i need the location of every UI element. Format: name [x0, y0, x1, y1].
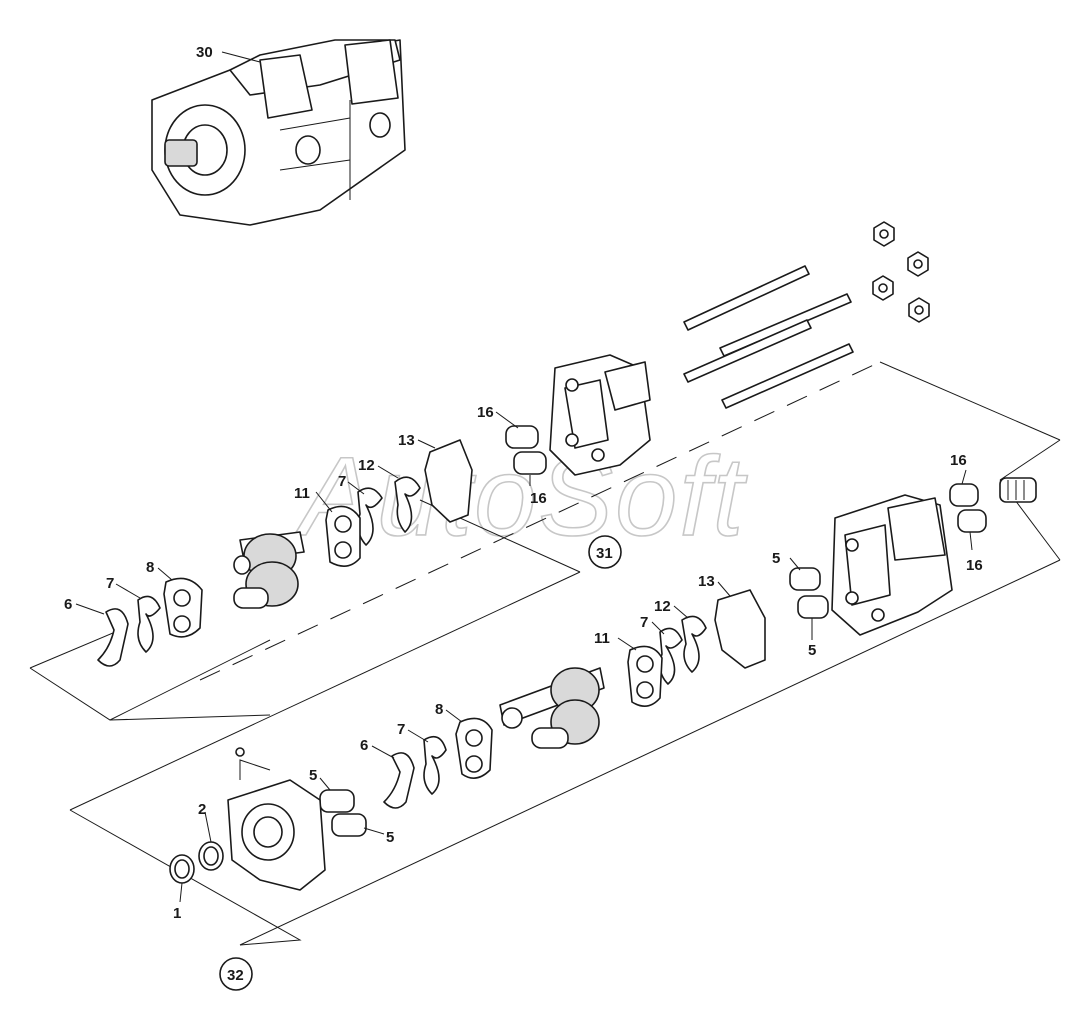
callout-circle-32 — [219, 957, 253, 991]
mounting-flange — [227, 747, 326, 891]
callout-16-right-b: 16 — [966, 557, 983, 574]
callout-circle-31 — [588, 535, 622, 569]
callout-12-upper: 12 — [358, 457, 375, 474]
wear-plate-11-lower — [627, 645, 663, 707]
callout-6-lower: 6 — [360, 737, 368, 754]
callout-7-upper-b: 7 — [106, 575, 114, 592]
bushings-5-right — [789, 567, 829, 619]
callout-11-upper: 11 — [294, 485, 310, 502]
spline-coupling — [999, 477, 1037, 503]
callout-5-lower-a: 5 — [309, 767, 317, 784]
callout-5-right-b: 5 — [808, 642, 816, 659]
callout-16-upper-a: 16 — [477, 404, 494, 421]
gasket-13-upper — [424, 439, 473, 523]
seal-7-lower — [659, 627, 683, 685]
seal-7-lower-b — [423, 735, 447, 795]
gears-lower — [499, 667, 605, 749]
bushings-16-right — [949, 483, 987, 533]
callout-13-lower: 13 — [698, 573, 715, 590]
seal-6-upper — [97, 608, 129, 667]
callout-31: 31 — [596, 545, 613, 562]
wear-plate-11-upper — [325, 505, 361, 567]
callout-8-upper: 8 — [146, 559, 154, 576]
callout-5-right-a: 5 — [772, 550, 780, 567]
callout-7-lower: 7 — [640, 614, 648, 631]
assembled-pump — [151, 39, 406, 226]
leader-lines — [75, 411, 973, 903]
callout-12-lower: 12 — [654, 598, 671, 615]
callout-5-lower-b: 5 — [386, 829, 394, 846]
seal-12-lower — [681, 615, 707, 673]
wear-plate-8-upper — [163, 577, 203, 638]
callout-13-upper: 13 — [398, 432, 415, 449]
rear-housing-right — [831, 494, 953, 636]
bushings-16-upper — [505, 425, 547, 475]
seal-12-upper — [394, 476, 421, 533]
callout-2: 2 — [198, 801, 206, 818]
callout-1: 1 — [173, 905, 181, 922]
callout-6-upper: 6 — [64, 596, 72, 613]
gasket-13-lower — [714, 589, 766, 669]
callout-8-lower: 8 — [435, 701, 443, 718]
callout-7-lower-b: 7 — [397, 721, 405, 738]
callout-7-upper: 7 — [338, 473, 346, 490]
nuts — [872, 221, 930, 323]
gears-upper — [233, 531, 305, 609]
wear-plate-8-lower — [455, 717, 493, 779]
bushings-5-lower — [319, 789, 367, 837]
seal-1 — [169, 854, 195, 884]
rear-housing-upper — [549, 354, 651, 476]
callout-11-lower: 11 — [594, 630, 610, 647]
seal-2 — [198, 841, 224, 871]
seal-7-upper-b — [137, 595, 161, 653]
tie-rods — [683, 265, 854, 409]
seal-6-lower — [383, 752, 415, 809]
callout-16-right-a: 16 — [950, 452, 967, 469]
callout-30: 30 — [196, 44, 213, 61]
callout-32: 32 — [227, 967, 244, 984]
callout-16-upper-b: 16 — [530, 490, 547, 507]
